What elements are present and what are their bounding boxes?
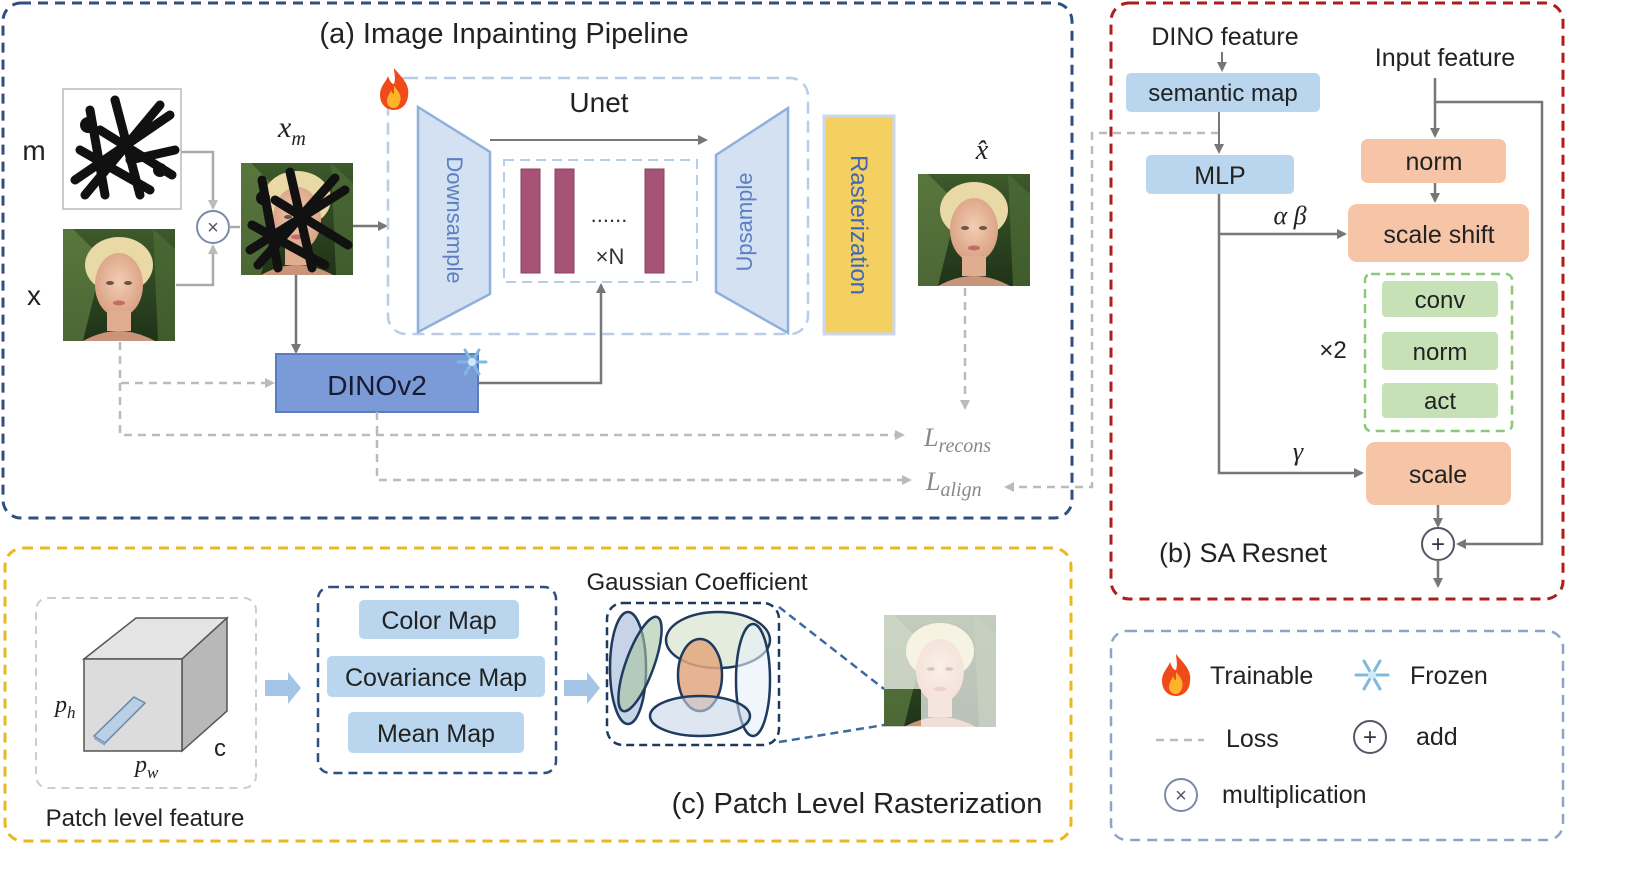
- l-align-label: Lalign: [925, 467, 982, 501]
- arrow-right-icon-2: [564, 672, 600, 704]
- legend-multiplication-label: multiplication: [1222, 781, 1367, 809]
- legend-trainable-label: Trainable: [1210, 662, 1313, 690]
- l-recons-label: Lrecons: [923, 423, 991, 457]
- svg-text:×: ×: [1175, 785, 1187, 807]
- act-label: act: [1424, 388, 1456, 415]
- times-n-label: ×N: [596, 244, 625, 269]
- mean-map-box: [348, 712, 524, 753]
- xhat-label: x̂: [975, 135, 989, 166]
- middle-block-group: [503, 159, 698, 283]
- legend-multiplication-icon: ×: [1164, 778, 1198, 812]
- scale-shift-label: scale shift: [1383, 221, 1494, 249]
- legend-snowflake-icon: [1354, 659, 1390, 691]
- norm-mid-box: [1382, 332, 1498, 370]
- mask-image: [62, 88, 182, 210]
- alpha-beta-label: α β: [1273, 201, 1306, 230]
- output-image: [918, 174, 1030, 286]
- arrow-right-icon: [265, 672, 301, 704]
- norm-mid-label: norm: [1413, 339, 1468, 366]
- legend-loss-label: Loss: [1226, 725, 1279, 753]
- mlp-box: [1146, 155, 1294, 194]
- unet-bar-1: [520, 168, 541, 274]
- x-label: x: [27, 280, 41, 311]
- conv-box: [1382, 281, 1498, 317]
- snowflake-icon: [456, 348, 488, 376]
- dinov2-block: [275, 353, 479, 413]
- scale-label: scale: [1409, 461, 1467, 489]
- covariance-map-box: [327, 656, 545, 697]
- scale-box: [1366, 442, 1511, 505]
- downsample-block: [416, 104, 492, 335]
- gaussian-ellipses: [605, 601, 781, 747]
- legend-fire-icon: [1162, 654, 1191, 696]
- add-symbol: +: [1431, 531, 1445, 558]
- upsample-label: Upsample: [732, 172, 757, 271]
- unet-container: [386, 76, 810, 336]
- upsample-block: [714, 105, 790, 336]
- masked-image: [241, 163, 353, 275]
- scale-shift-box: [1348, 204, 1529, 262]
- color-map-label: Color Map: [381, 607, 496, 635]
- svg-text:+: +: [1363, 724, 1377, 751]
- panel-a-frame: [1, 1, 1074, 520]
- mlp-label: MLP: [1194, 162, 1245, 190]
- unet-label: Unet: [569, 87, 628, 118]
- dinov2-label: DINOv2: [327, 370, 427, 401]
- feature-cube: [81, 616, 229, 753]
- maps-container: [316, 585, 558, 775]
- panel-a-title: (a) Image Inpainting Pipeline: [319, 18, 688, 50]
- faded-output-image: [884, 615, 996, 727]
- unet-dots: ......: [591, 202, 628, 227]
- downsample-label: Downsample: [442, 156, 467, 283]
- conv-label: conv: [1415, 287, 1466, 314]
- rasterization-block: [822, 114, 896, 336]
- panel-b-frame: [1109, 1, 1565, 601]
- multiplication-node: ×: [196, 210, 230, 244]
- fire-icon: [380, 68, 409, 110]
- x-image: [63, 229, 175, 341]
- norm-top-box: [1361, 139, 1506, 183]
- color-map-box: [359, 600, 519, 639]
- patch-level-feature-label: Patch level feature: [46, 805, 245, 832]
- covariance-map-label: Covariance Map: [345, 664, 527, 692]
- ph-label: ph: [53, 692, 76, 722]
- pw-label: pw: [133, 752, 159, 782]
- m-label: m: [22, 135, 45, 166]
- act-box: [1382, 383, 1498, 418]
- conv-block-group: [1363, 272, 1514, 433]
- panel-c-frame: [3, 546, 1073, 843]
- dino-feature-label: DINO feature: [1151, 23, 1298, 51]
- rasterization-label: Rasterization: [845, 155, 872, 295]
- input-feature-label: Input feature: [1375, 44, 1515, 72]
- legend-add-label: add: [1416, 723, 1458, 751]
- gamma-label: γ: [1293, 437, 1304, 466]
- add-node: +: [1421, 527, 1455, 561]
- legend-add-icon: +: [1353, 720, 1387, 754]
- semantic-map-label: semantic map: [1148, 80, 1297, 107]
- xm-label: xm: [277, 111, 306, 150]
- c-label: c: [214, 735, 226, 762]
- panel-c-title: (c) Patch Level Rasterization: [672, 788, 1043, 820]
- gaussian-coefficient-label: Gaussian Coefficient: [586, 569, 807, 596]
- panel-b-title: (b) SA Resnet: [1159, 538, 1328, 568]
- legend-frozen-label: Frozen: [1410, 662, 1488, 690]
- mean-map-label: Mean Map: [377, 720, 495, 748]
- semantic-map-box: [1126, 73, 1320, 112]
- unet-bar-2: [554, 168, 575, 274]
- times-2-label: ×2: [1319, 337, 1346, 364]
- patch-feature-container: [35, 597, 257, 789]
- norm-top-label: norm: [1406, 148, 1463, 176]
- unet-bar-n: [644, 168, 665, 274]
- legend-frame: [1109, 629, 1565, 842]
- multiplication-symbol: ×: [207, 217, 219, 239]
